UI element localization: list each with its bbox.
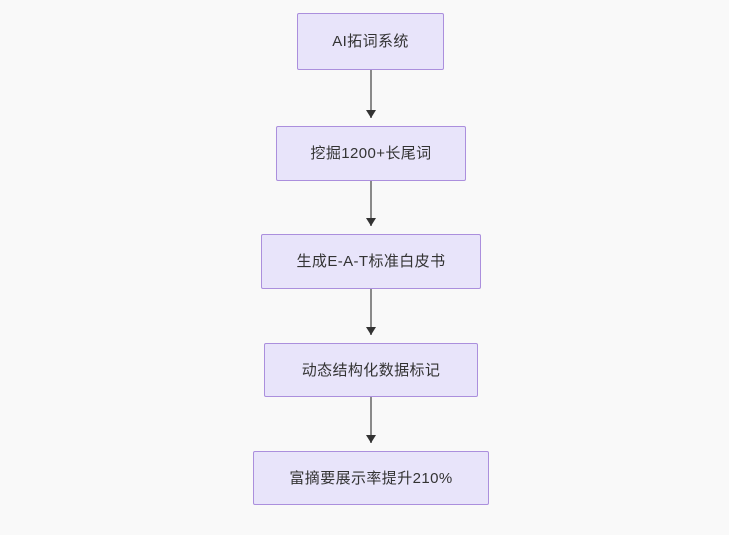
edge-connector-2 xyxy=(370,181,372,226)
flow-node-label: 挖掘1200+长尾词 xyxy=(310,145,432,162)
flow-node-n2[interactable]: 挖掘1200+长尾词 xyxy=(276,126,466,181)
flow-node-label: 生成E-A-T标准白皮书 xyxy=(296,253,446,270)
flow-node-n1[interactable]: AI拓词系统 xyxy=(297,13,444,70)
arrowhead-icon-2 xyxy=(365,218,376,226)
flow-node-label: 动态结构化数据标记 xyxy=(301,361,441,379)
flow-node-n5[interactable]: 富摘要展示率提升210% xyxy=(253,451,489,505)
edge-connector-3 xyxy=(370,289,372,335)
arrowhead-icon-4 xyxy=(365,435,376,443)
arrowhead-icon-3 xyxy=(365,327,376,335)
flow-node-n3[interactable]: 生成E-A-T标准白皮书 xyxy=(261,234,481,289)
edge-connector-1 xyxy=(370,70,372,118)
flow-node-label: 富摘要展示率提升210% xyxy=(289,469,453,487)
flow-node-label: AI拓词系统 xyxy=(332,33,409,50)
flow-node-n4[interactable]: 动态结构化数据标记 xyxy=(264,343,478,397)
edge-connector-4 xyxy=(370,397,372,443)
arrowhead-icon-1 xyxy=(365,110,376,118)
